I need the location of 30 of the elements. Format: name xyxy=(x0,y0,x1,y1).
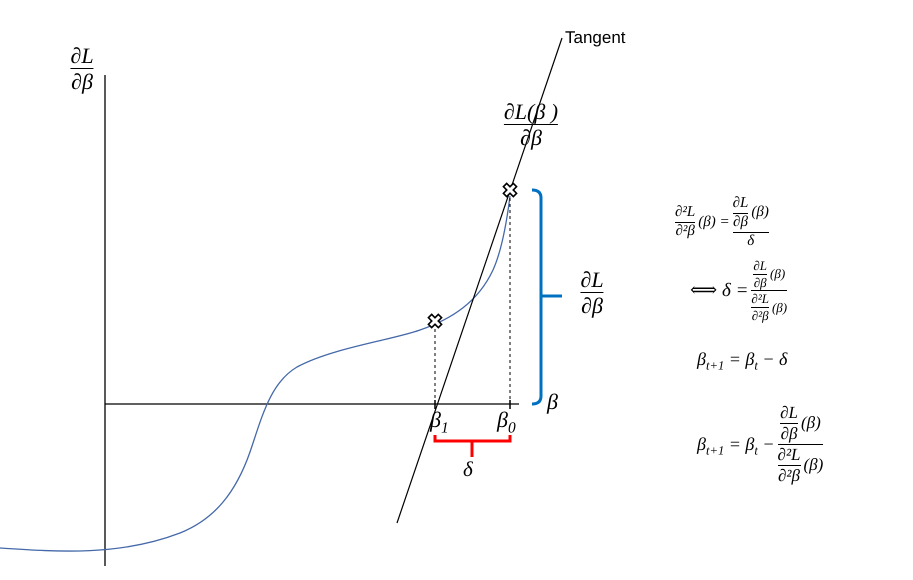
formula-term: δ xyxy=(747,234,754,250)
bracket-label: δ xyxy=(463,458,473,480)
line-label: Tangent xyxy=(565,29,626,47)
formula-term: (β) = xyxy=(698,214,730,230)
axis-label: β xyxy=(547,390,558,414)
formula-term: ∂L xyxy=(753,259,768,273)
formula-term: (β) xyxy=(804,456,824,474)
formula-term: ⟺ δ = xyxy=(690,280,748,301)
formula-term: β$_{t+1}$ = β$_{t}$ − xyxy=(697,434,775,454)
axis-label: ∂L xyxy=(70,44,94,68)
formula-term: ∂β xyxy=(733,214,748,230)
formula-term: ∂²β xyxy=(752,308,769,323)
formula: β$_{t+1}$ = β$_{t}$ − δ xyxy=(697,350,788,369)
formula-term: ∂β xyxy=(754,276,767,290)
axis-label: ∂β xyxy=(71,70,93,94)
tick-label: β$_{0}$ xyxy=(497,408,516,432)
formula-term: ∂²L xyxy=(675,205,696,222)
formula-term: ∂L xyxy=(732,196,748,212)
formula-term: ∂²L xyxy=(751,292,769,306)
formula-term: ∂²β xyxy=(675,224,695,240)
formula-term: ∂L xyxy=(780,404,798,422)
formula-term: (β) xyxy=(770,267,786,281)
bracket-label: ∂L xyxy=(580,268,604,292)
formula-term: (β) xyxy=(800,414,821,432)
formula-term: ∂β xyxy=(780,424,798,443)
formula-term: ∂²L xyxy=(778,446,800,464)
formula-term: (β) xyxy=(772,300,788,314)
bracket-label: ∂β xyxy=(581,294,603,318)
formula-term: ∂²β xyxy=(778,466,800,484)
formula-term: (β) xyxy=(751,205,769,222)
